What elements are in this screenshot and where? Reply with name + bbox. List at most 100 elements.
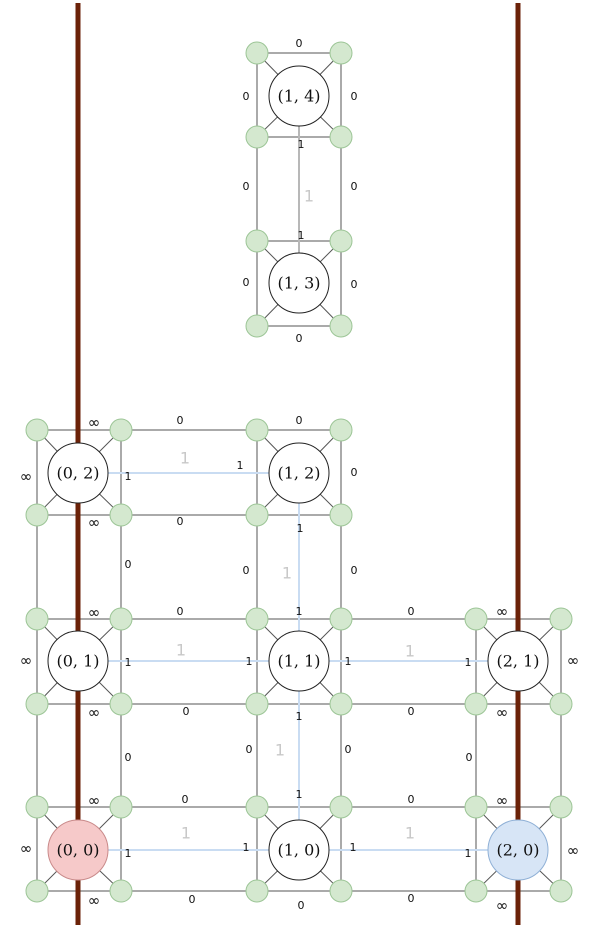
link-h-02-12-end-b-label: 1	[237, 459, 244, 472]
corner-point-01-1	[109, 607, 133, 631]
edge-cost-n13-right-label: 0	[351, 278, 358, 291]
link-h-01-11-end-b-label: 1	[246, 655, 253, 668]
node-n12-circle	[268, 442, 330, 504]
corner-point-11-2	[245, 692, 269, 716]
edge-cost-left-10-11-label: 0	[246, 743, 253, 756]
edge-cost-n14-top-label: 0	[296, 37, 303, 50]
link-h-00-10-end-a-label: 1	[125, 847, 132, 860]
edge-cost-top-11-21-label: 0	[408, 605, 415, 618]
link-v-13-14-end-b-label: 1	[298, 138, 305, 151]
edge-cost-n02-bottom-label: ∞	[88, 514, 101, 532]
link-v-10-11-weight-label: 1	[275, 741, 285, 760]
corner-point-11-1	[329, 607, 353, 631]
link-v-11-12-weight-label: 1	[282, 564, 292, 583]
nodes-layer	[47, 65, 549, 881]
corner-point-11-0	[245, 607, 269, 631]
link-h-00-10-end-b-label: 1	[243, 841, 250, 854]
corner-point-14-0	[245, 41, 269, 65]
link-v-13-14-end-a-label: 1	[298, 229, 305, 242]
node-n12-label: (1, 2)	[277, 464, 320, 483]
link-h-11-21-end-a-label: 1	[345, 655, 352, 668]
link-h-02-12-weight-label: 1	[180, 449, 190, 468]
edge-cost-n20-bottom-label: ∞	[496, 897, 509, 915]
edge-cost-right-13-14-label: 0	[351, 180, 358, 193]
edge-cost-n12-right-label: 0	[351, 466, 358, 479]
corner-point-02-2	[25, 503, 49, 527]
link-v-13-14-weight-label: 1	[304, 187, 314, 206]
edge-cost-top-10-20-label: 0	[408, 793, 415, 806]
corner-point-13-1	[329, 229, 353, 253]
link-h-01-11-end-a-label: 1	[125, 656, 132, 669]
link-h-01-11-weight-label: 1	[176, 641, 186, 660]
edge-cost-n00-bottom-label: ∞	[88, 892, 101, 910]
edge-cost-top-01-11-label: 0	[177, 605, 184, 618]
node-n02-label: (0, 2)	[56, 464, 99, 483]
link-h-11-21-end-b-label: 1	[465, 656, 472, 669]
edge-cost-n20-top-label: ∞	[496, 792, 509, 810]
edge-cost-n00-left-label: ∞	[20, 840, 33, 858]
edge-cost-top-00-10-label: 0	[182, 793, 189, 806]
edge-cost-bottom-11-21-label: 0	[408, 705, 415, 718]
corner-point-10-0	[245, 795, 269, 819]
edge-cost-n21-top-label: ∞	[496, 603, 509, 621]
corner-point-10-3	[329, 879, 353, 903]
edge-cost-n21-bottom-label: ∞	[496, 704, 509, 722]
edge-cost-n02-top-label: ∞	[88, 414, 101, 432]
edge-cost-n14-left-label: 0	[243, 90, 250, 103]
corner-point-12-2	[245, 503, 269, 527]
corner-point-13-0	[245, 229, 269, 253]
corner-point-21-2	[464, 692, 488, 716]
node-n00-label: (0, 0)	[56, 841, 99, 860]
corner-point-02-0	[25, 418, 49, 442]
node-n02-circle	[47, 442, 109, 504]
node-n14-label: (1, 4)	[277, 87, 320, 106]
edge-cost-left-11-12-label: 0	[243, 564, 250, 577]
corner-point-10-2	[245, 879, 269, 903]
corner-point-01-3	[109, 692, 133, 716]
corner-point-21-1	[549, 607, 573, 631]
node-n00-circle	[47, 819, 109, 881]
corner-point-00-2	[25, 879, 49, 903]
corner-point-12-0	[245, 418, 269, 442]
node-n01-circle	[47, 630, 109, 692]
corner-point-21-3	[549, 692, 573, 716]
edge-cost-n13-left-label: 0	[243, 276, 250, 289]
node-n21-circle	[487, 630, 549, 692]
node-n13-circle	[268, 252, 330, 314]
corner-point-02-1	[109, 418, 133, 442]
corner-point-14-1	[329, 41, 353, 65]
edge-cost-left-13-14-label: 0	[243, 180, 250, 193]
corner-point-01-0	[25, 607, 49, 631]
edge-cost-n00-top-label: ∞	[88, 792, 101, 810]
edge-cost-left-01-02-label: 0	[125, 558, 132, 571]
corner-point-01-2	[25, 692, 49, 716]
corner-point-12-1	[329, 418, 353, 442]
edge-cost-left-00-01-label: 0	[125, 751, 132, 764]
corner-point-20-1	[549, 795, 573, 819]
link-h-10-20-end-a-label: 1	[350, 841, 357, 854]
link-h-10-20-end-b-label: 1	[465, 847, 472, 860]
link-v-11-12-end-b-label: 1	[297, 522, 304, 535]
corner-point-20-3	[549, 879, 573, 903]
node-links-layer	[107, 125, 489, 851]
link-v-10-11-end-b-label: 1	[296, 710, 303, 723]
edge-cost-n10-bottom-label: 0	[298, 899, 305, 912]
corner-point-00-1	[109, 795, 133, 819]
corner-point-02-3	[109, 503, 133, 527]
node-n11-circle	[268, 630, 330, 692]
edge-cost-n02-left-label: ∞	[20, 468, 33, 486]
node-n10-label: (1, 0)	[277, 841, 320, 860]
corner-point-00-0	[25, 795, 49, 819]
link-h-11-21-weight-label: 1	[405, 642, 415, 661]
edge-cost-bottom-02-12-label: 0	[177, 515, 184, 528]
link-h-00-10-weight-label: 1	[181, 824, 191, 843]
corner-point-11-3	[329, 692, 353, 716]
edge-cost-n01-left-label: ∞	[20, 652, 33, 670]
edge-cost-n01-bottom-label: ∞	[88, 704, 101, 722]
corner-point-10-1	[329, 795, 353, 819]
corner-point-12-3	[329, 503, 353, 527]
corner-point-21-0	[464, 607, 488, 631]
corner-point-14-2	[245, 125, 269, 149]
edge-cost-n12-top-label: 0	[296, 414, 303, 427]
node-n14-circle	[268, 65, 330, 127]
